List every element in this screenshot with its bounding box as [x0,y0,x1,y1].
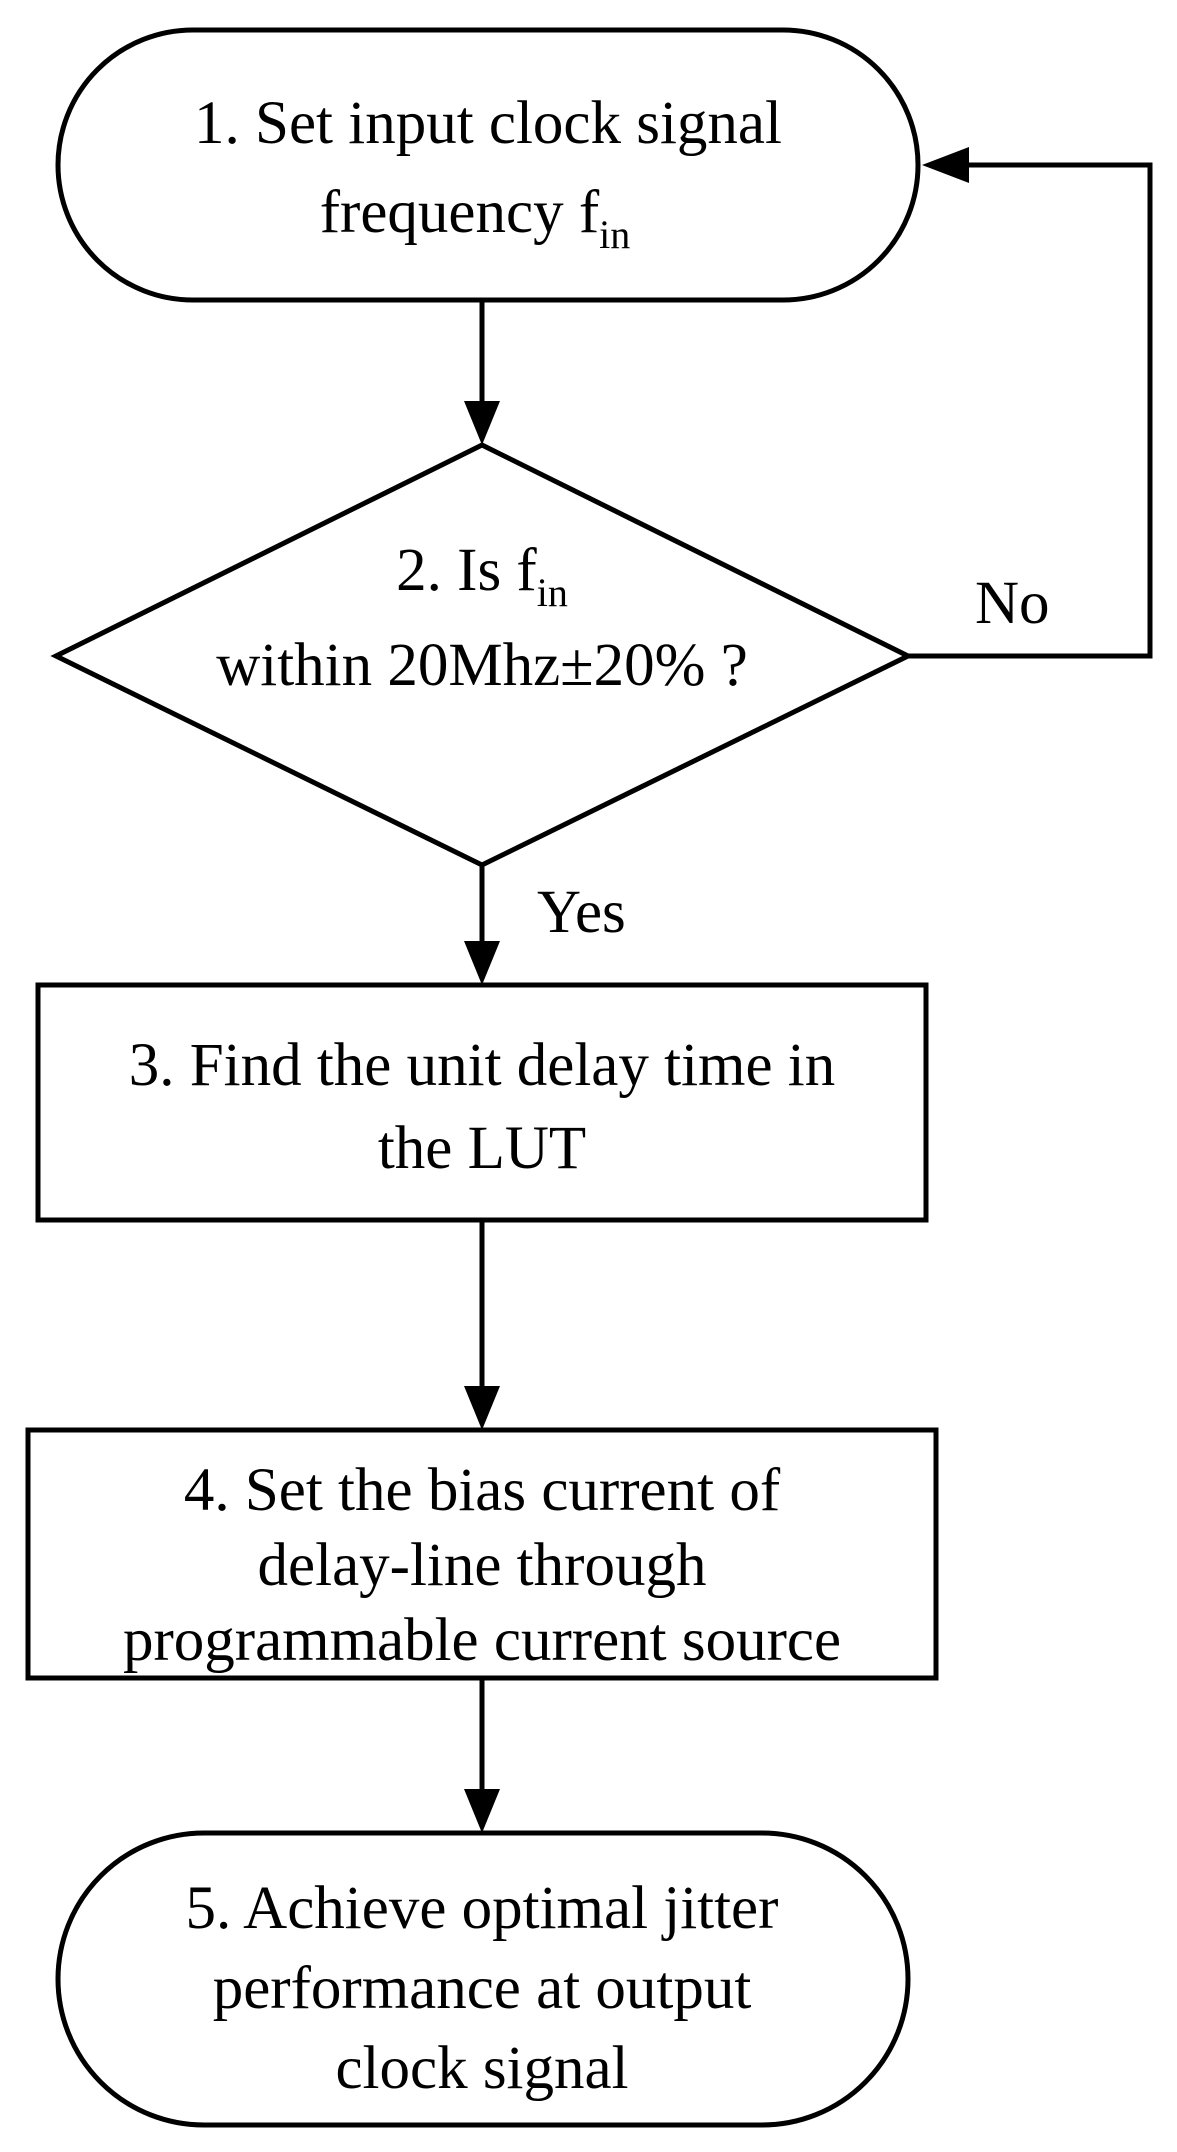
step3-line2: the LUT [378,1115,586,1182]
step2-line1-subscript: in [537,570,568,615]
step1-line2: frequency fin [320,179,631,257]
edge-label-no: No [975,570,1050,637]
step4-line2: delay-line through [258,1532,707,1599]
step2-line1-main: 2. Is f [396,537,537,604]
step1-line2-subscript: in [599,212,630,257]
arrowhead-1-to-2 [464,401,500,445]
step5-shape [55,1830,911,2128]
step3-process: 3. Find the unit delay time in the LUT [35,982,929,1223]
step5-line1: 5. Achieve optimal jitter [186,1875,779,1942]
edge-label-yes: Yes [537,879,626,946]
step2-line2: within 20Mhz±20% ? [216,632,748,699]
step1-line2-main: frequency f [320,179,600,246]
step5-terminator: 5. Achieve optimal jitter performance at… [55,1830,911,2128]
step4-line1: 4. Set the bias current of [184,1457,781,1524]
step4-process: 4. Set the bias current of delay-line th… [25,1427,939,1681]
step1-terminator: 1. Set input clock signal frequency fin [55,27,921,303]
arrowhead-no-loop [922,147,969,183]
step4-line3: programmable current source [123,1607,841,1674]
step3-shape [35,982,929,1223]
step5-line2: performance at output [213,1955,752,2022]
step3-line1: 3. Find the unit delay time in [129,1032,836,1099]
step2-decision: 2. Is fin within 20Mhz±20% ? [50,442,914,868]
step2-line1: 2. Is fin [396,537,568,615]
arrowhead-2-to-3 [464,941,500,985]
step4-shape [25,1427,939,1681]
step1-shape [55,27,921,303]
arrowhead-4-to-5 [464,1789,500,1833]
step1-line1: 1. Set input clock signal [194,90,782,157]
step5-line3: clock signal [335,2035,628,2102]
arrowhead-3-to-4 [464,1386,500,1430]
no-loop-line [908,162,1153,659]
